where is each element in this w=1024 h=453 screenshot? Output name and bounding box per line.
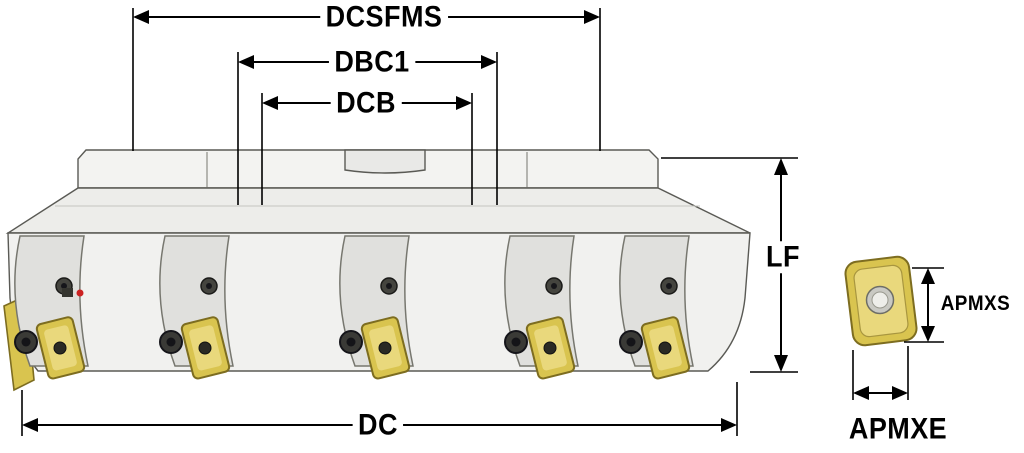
arrowhead-left: [853, 386, 869, 400]
arrowhead-right: [892, 386, 908, 400]
dim-apmxe: [852, 346, 909, 400]
arrowhead-right: [481, 55, 497, 69]
dimension-label-dc: DC: [352, 409, 404, 441]
arrowhead-right: [721, 418, 737, 432]
arrowhead-up: [774, 158, 788, 175]
dimension-label-dcb: DCB: [330, 87, 402, 119]
body-flare: [5, 187, 751, 234]
arrowhead-left: [238, 55, 254, 69]
dim-apmxs: [904, 267, 944, 343]
arrowhead-down: [774, 355, 788, 372]
arrowhead-left: [22, 418, 38, 432]
arrowhead-up: [921, 268, 935, 284]
dimension-label-lf: LF: [760, 241, 806, 273]
arrowhead-left: [262, 96, 278, 110]
logo-mark: [62, 288, 73, 297]
cap-slot: [344, 149, 426, 174]
arrowhead-left: [133, 10, 149, 24]
arrowhead-right: [584, 10, 600, 24]
detail-insert-hole: [871, 291, 889, 309]
dim-dcsfms: [132, 8, 601, 151]
dimension-label-dcsfms: DCSFMS: [320, 1, 448, 33]
insert-detail: [844, 255, 918, 347]
dimension-label-apmxs: APMXS: [938, 292, 1013, 316]
red-dot-mark: [76, 289, 84, 297]
arrowhead-down: [921, 326, 935, 342]
dimension-label-dbc1: DBC1: [328, 46, 416, 78]
dimension-label-apmxe: APMXE: [843, 413, 953, 445]
arrowhead-right: [456, 96, 472, 110]
